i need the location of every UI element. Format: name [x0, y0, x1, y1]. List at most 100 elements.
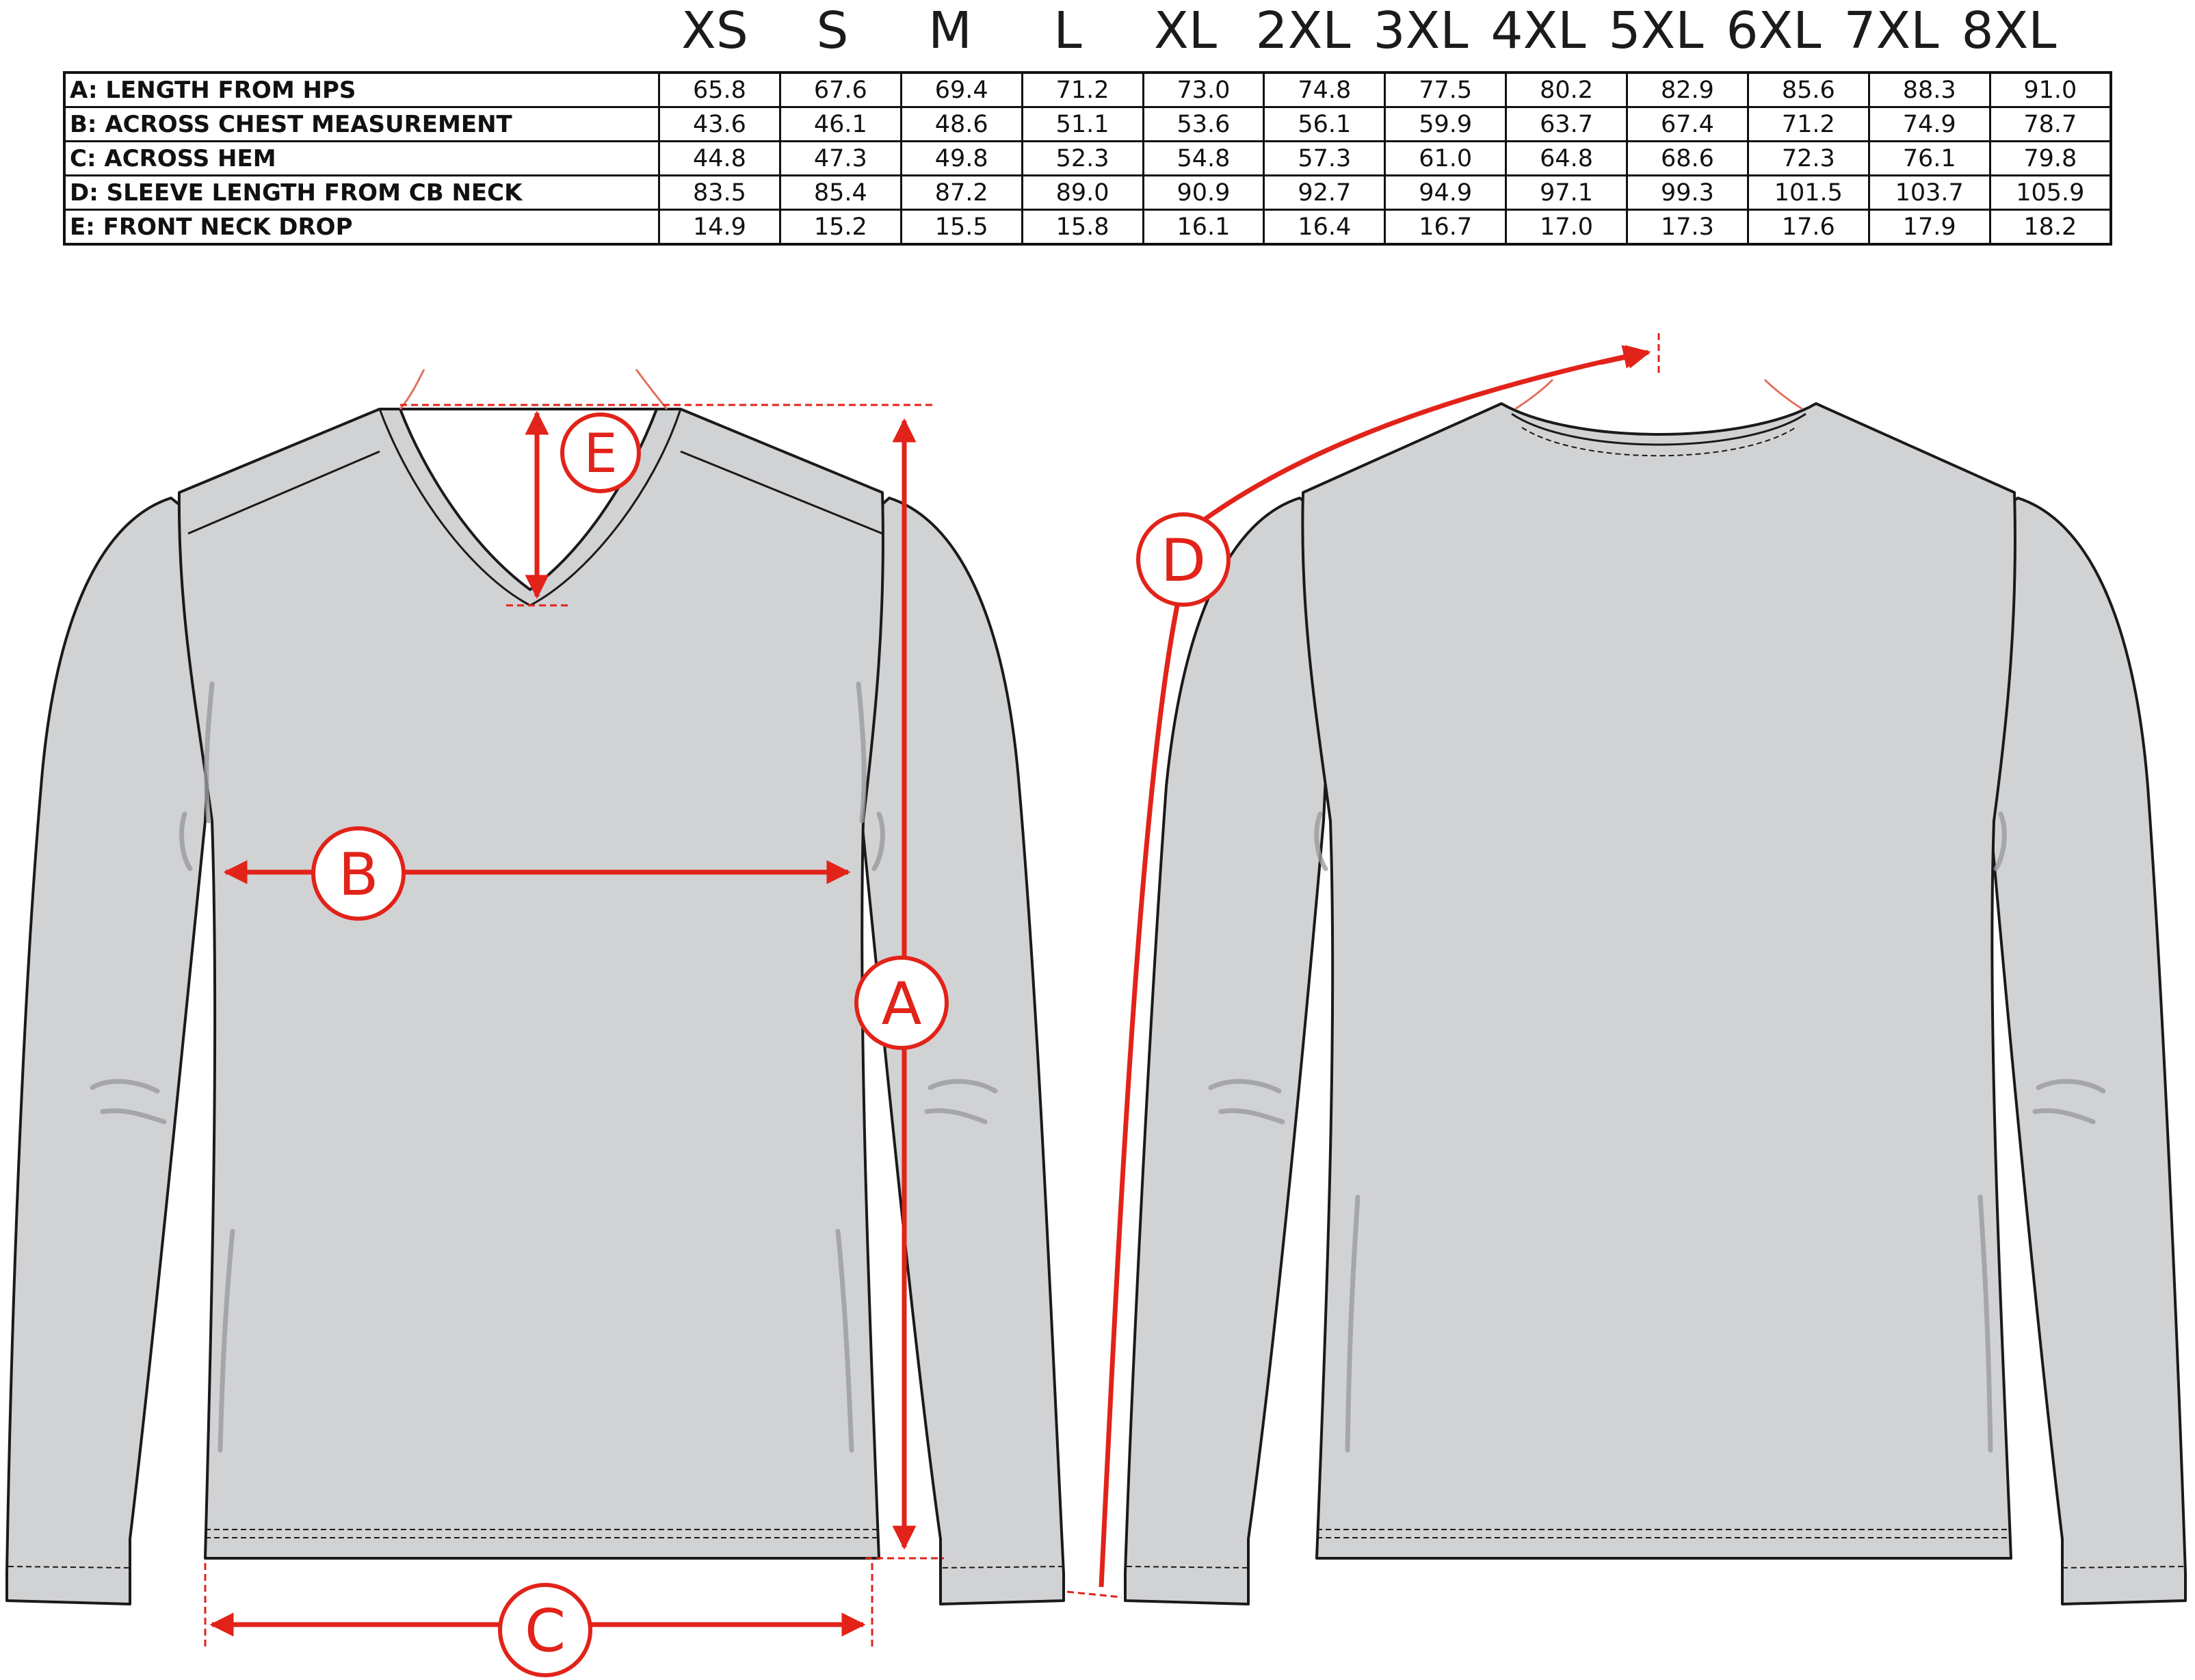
- table-cell: 16.1: [1142, 209, 1265, 246]
- front-shoulder-seam: [187, 450, 883, 535]
- marker-e-circle: [560, 412, 641, 493]
- table-cell: 74.8: [1263, 71, 1386, 108]
- front-fold-shadows: [90, 681, 998, 1453]
- table-row: C: ACROSS HEM 44.8 47.3 49.8 52.3 54.8 5…: [63, 140, 2112, 176]
- table-cell: 90.9: [1142, 174, 1265, 211]
- size-label: S: [816, 1, 849, 60]
- table-cell: 71.2: [1746, 106, 1870, 142]
- table-cell: 16.4: [1263, 209, 1386, 246]
- row-label: C: ACROSS HEM: [63, 140, 660, 176]
- table-cell: 64.8: [1505, 140, 1628, 176]
- size-label: 7XL: [1843, 1, 1939, 60]
- row-label: E: FRONT NECK DROP: [63, 209, 660, 246]
- measure-e-guide: [400, 404, 934, 607]
- back-collar-hint: [1514, 378, 1803, 410]
- table-cell: 103.7: [1867, 174, 1991, 211]
- measure-c-guide: [204, 1563, 873, 1649]
- marker-d-label: D: [1161, 527, 1206, 595]
- front-cuff-stitch: [8, 1566, 1064, 1569]
- table-cell: 74.9: [1867, 106, 1991, 142]
- table-cell: 48.6: [899, 106, 1023, 142]
- back-right-sleeve: [1983, 497, 2187, 1605]
- table-cell: 47.3: [778, 140, 902, 176]
- marker-a-circle: [854, 956, 949, 1050]
- size-header-row: XS S M L XL 2XL 3XL 4XL 5XL 6XL 7XL 8XL: [0, 0, 2195, 68]
- table-row: B: ACROSS CHEST MEASUREMENT 43.6 46.1 48…: [63, 106, 2112, 142]
- table-cell: 89.0: [1021, 174, 1144, 211]
- table-cell: 78.7: [1988, 106, 2112, 142]
- table-cell: 17.0: [1505, 209, 1628, 246]
- table-cell: 17.6: [1746, 209, 1870, 246]
- table-cell: 15.5: [899, 209, 1023, 246]
- table-cell: 82.9: [1626, 71, 1749, 108]
- table-cell: 79.8: [1988, 140, 2112, 176]
- table-cell: 83.5: [658, 174, 781, 211]
- back-body: [1301, 402, 2016, 1560]
- table-cell: 87.2: [899, 174, 1023, 211]
- back-neck-stitch: [1521, 427, 1796, 457]
- size-label: 6XL: [1726, 1, 1822, 60]
- table-cell: 85.4: [778, 174, 902, 211]
- table-cell: 80.2: [1505, 71, 1628, 108]
- size-label: M: [928, 1, 972, 60]
- table-cell: 17.9: [1867, 209, 1991, 246]
- size-label: 3XL: [1373, 1, 1469, 60]
- marker-d-circle: [1136, 512, 1231, 607]
- size-label: 4XL: [1490, 1, 1586, 60]
- table-cell: 71.2: [1021, 71, 1144, 108]
- table-cell: 16.7: [1384, 209, 1508, 246]
- row-label: D: SLEEVE LENGTH FROM CB NECK: [63, 174, 660, 211]
- table-cell: 57.3: [1263, 140, 1386, 176]
- table-cell: 51.1: [1021, 106, 1144, 142]
- table-cell: 68.6: [1626, 140, 1749, 176]
- marker-c-circle: [498, 1583, 592, 1677]
- marker-c-label: C: [525, 1597, 566, 1666]
- table-cell: 15.8: [1021, 209, 1144, 246]
- marker-e-label: E: [583, 423, 617, 485]
- size-label: XL: [1154, 1, 1217, 60]
- back-cuff-stitch: [1126, 1566, 2185, 1569]
- table-cell: 43.6: [658, 106, 781, 142]
- row-label: A: LENGTH FROM HPS: [63, 71, 660, 108]
- table-cell: 49.8: [899, 140, 1023, 176]
- table-cell: 17.3: [1626, 209, 1749, 246]
- table-cell: 85.6: [1746, 71, 1870, 108]
- table-cell: 91.0: [1988, 71, 2112, 108]
- measure-d-guide: [1066, 333, 1660, 1599]
- size-label: 5XL: [1608, 1, 1704, 60]
- table-cell: 92.7: [1263, 174, 1386, 211]
- back-hem-stitch: [1317, 1529, 2011, 1538]
- row-label: B: ACROSS CHEST MEASUREMENT: [63, 106, 660, 142]
- size-label: XS: [681, 1, 748, 60]
- table-row: A: LENGTH FROM HPS 65.8 67.6 69.4 71.2 7…: [63, 71, 2112, 108]
- table-cell: 69.4: [899, 71, 1023, 108]
- table-cell: 76.1: [1867, 140, 1991, 176]
- table-cell: 53.6: [1142, 106, 1265, 142]
- table-cell: 56.1: [1263, 106, 1386, 142]
- table-cell: 14.9: [658, 209, 781, 246]
- marker-letters: E B A C D: [339, 423, 1207, 1666]
- table-cell: 59.9: [1384, 106, 1508, 142]
- table-cell: 61.0: [1384, 140, 1508, 176]
- table-cell: 54.8: [1142, 140, 1265, 176]
- table-cell: 15.2: [778, 209, 902, 246]
- size-chart-table: A: LENGTH FROM HPS 65.8 67.6 69.4 71.2 7…: [63, 71, 2112, 246]
- back-shirt: [1124, 378, 2187, 1605]
- front-hem-stitch: [205, 1529, 879, 1538]
- table-cell: 18.2: [1988, 209, 2112, 246]
- front-body: [177, 408, 884, 1560]
- table-cell: 44.8: [658, 140, 781, 176]
- table-cell: 101.5: [1746, 174, 1870, 211]
- marker-b-label: B: [339, 841, 379, 909]
- back-left-sleeve: [1124, 497, 1331, 1605]
- front-collar-hint: [399, 369, 668, 410]
- table-cell: 97.1: [1505, 174, 1628, 211]
- back-fold-shadows: [1208, 811, 2106, 1453]
- measure-d-arrowhead-top: [1600, 345, 1651, 369]
- table-cell: 46.1: [778, 106, 902, 142]
- table-cell: 65.8: [658, 71, 781, 108]
- table-row: E: FRONT NECK DROP 14.9 15.2 15.5 15.8 1…: [63, 209, 2112, 246]
- table-cell: 77.5: [1384, 71, 1508, 108]
- table-cell: 52.3: [1021, 140, 1144, 176]
